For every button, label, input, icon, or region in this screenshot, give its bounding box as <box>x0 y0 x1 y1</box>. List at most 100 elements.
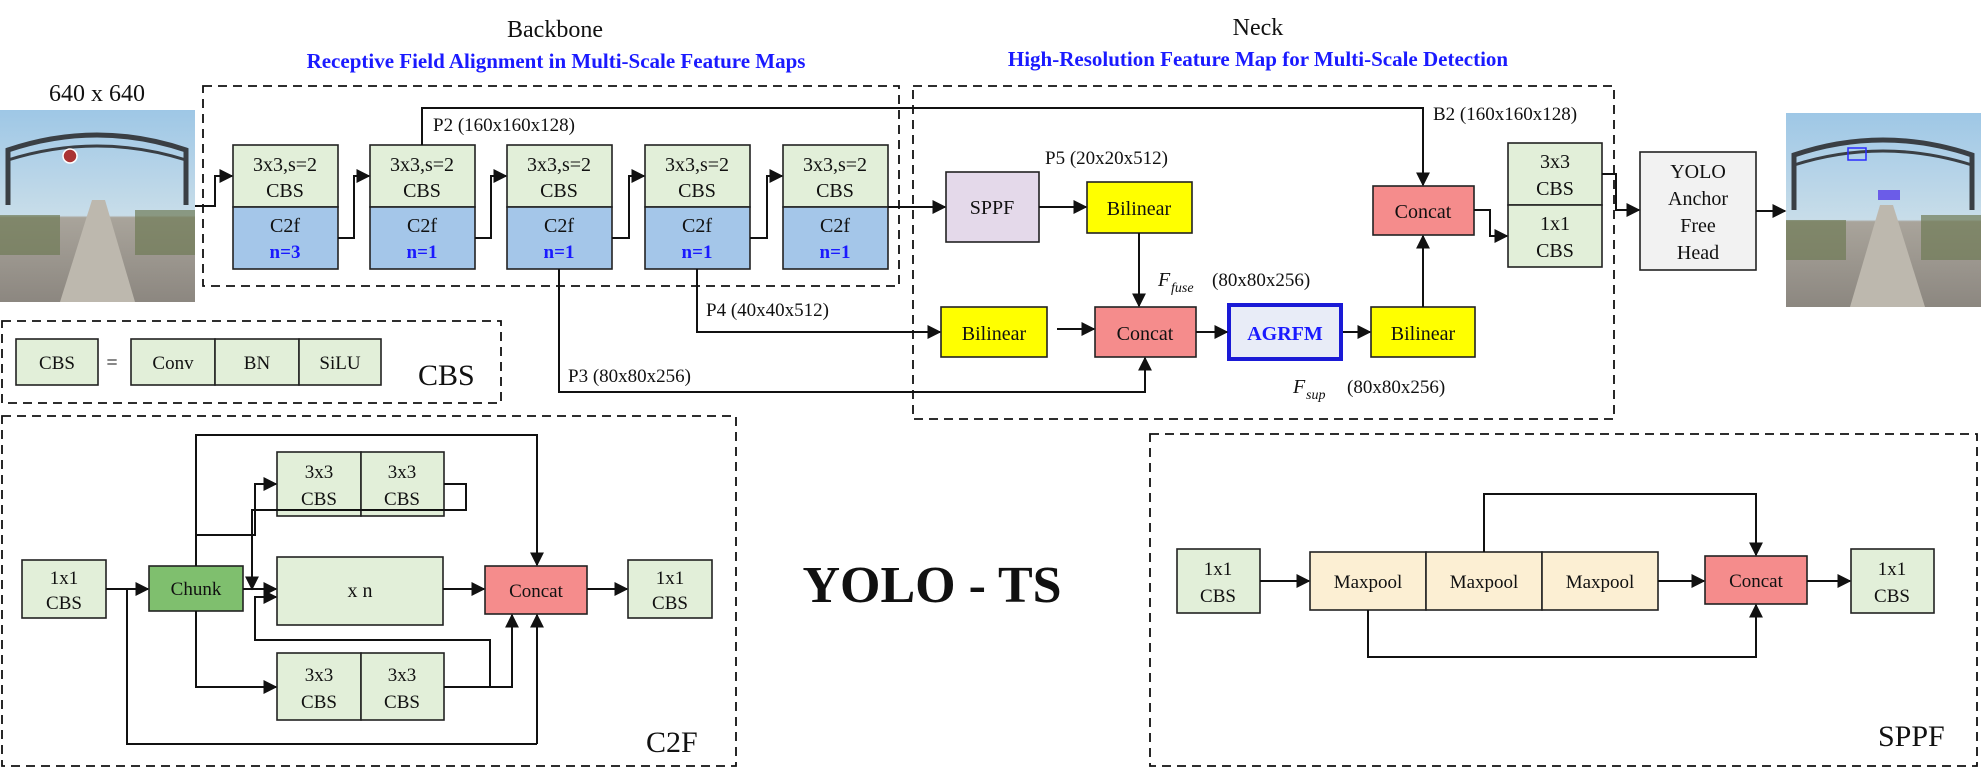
maxpool-box <box>1541 551 1659 611</box>
output-image <box>1786 113 1981 307</box>
stage-arrow <box>612 169 646 239</box>
conv-cbs-label: CBS <box>678 180 716 202</box>
c2f-label: C2f <box>270 215 300 237</box>
silu-box <box>298 338 382 386</box>
bn-box <box>214 338 300 386</box>
c2f-xn-label: x n <box>348 580 373 602</box>
c2f-bottom-cbs-label: 3x3 <box>388 665 417 686</box>
model-title: YOLO - TS <box>802 557 1061 614</box>
cbs-legend-name: CBS <box>418 359 475 392</box>
f-fuse-dims: (80x80x256) <box>1212 270 1310 291</box>
c2f-concat-label: Concat <box>509 581 564 602</box>
bilinear-label: Bilinear <box>1107 198 1172 220</box>
p5-label: P5 (20x20x512) <box>1045 148 1168 169</box>
agrfm-label: AGRFM <box>1247 323 1323 345</box>
c2f-top-cbs-1 <box>276 451 362 517</box>
cbs-legend-frame <box>1 320 502 404</box>
c2f-wire <box>444 613 519 688</box>
c2f-in-cbs-label: 1x1 <box>50 568 79 589</box>
c2f-top-cbs-label: CBS <box>384 489 420 510</box>
c2f-in-cbs-label: CBS <box>46 593 82 614</box>
chunk-label: Chunk <box>171 579 222 600</box>
bn-label: BN <box>244 353 271 374</box>
head-cbs-box <box>1507 204 1603 268</box>
conv-cbs-box <box>782 144 889 208</box>
c2f-top-cbs-label: 3x3 <box>388 462 417 483</box>
sppf-out-cbs-label: 1x1 <box>1878 559 1907 580</box>
conv-cbs-label: CBS <box>816 180 854 202</box>
c2f-label: C2f <box>682 215 712 237</box>
backbone-block-1: 3x3,s=2 CBS C2f n=3 <box>232 144 339 270</box>
conv-cbs-box <box>232 144 339 208</box>
input-size-label: 640 x 640 <box>49 81 145 107</box>
sppf-box <box>945 171 1040 243</box>
backbone-frame <box>202 85 900 287</box>
yolo-head-label: Anchor <box>1668 188 1728 210</box>
conv-cbs-box <box>644 144 751 208</box>
f-sup-symbol: F <box>1292 376 1306 398</box>
input-arrow <box>195 169 234 207</box>
yolo-head-label: Head <box>1677 242 1719 264</box>
head-cbs-label: 1x1 <box>1540 213 1570 235</box>
p4-arrow <box>696 269 942 339</box>
agrfm-box <box>1227 303 1343 361</box>
neck-subtitle: High-Resolution Feature Map for Multi-Sc… <box>1008 47 1509 71</box>
conv-cbs-label: 3x3,s=2 <box>803 154 867 176</box>
sppf-in-cbs-box <box>1176 548 1261 614</box>
c2f-bottom-cbs-1 <box>276 652 362 721</box>
c2f-detail-frame <box>1 415 737 767</box>
c2f-box <box>232 206 339 270</box>
b2-label: B2 (160x160x128) <box>1433 104 1577 125</box>
head-cbs-label: CBS <box>1536 178 1574 200</box>
concat-box-top <box>1372 185 1475 236</box>
maxpool-label: Maxpool <box>1450 572 1519 593</box>
c2f-bottom-cbs-label: CBS <box>301 692 337 713</box>
conv-cbs-label: CBS <box>266 180 304 202</box>
f-fuse-label: F fuse (80x80x256) <box>1157 269 1310 296</box>
maxpool-box <box>1425 551 1543 611</box>
bilinear-box-right <box>1370 306 1476 358</box>
p4-label: P4 (40x40x512) <box>706 300 829 321</box>
f-sup-subscript: sup <box>1306 388 1325 403</box>
sppf-out-cbs-label: CBS <box>1874 586 1910 607</box>
head-cbs-label: CBS <box>1536 240 1574 262</box>
neck-title: Neck <box>1233 15 1284 41</box>
backbone-block-4: 3x3,s=2 CBS C2f n=1 <box>644 144 751 270</box>
sppf-detail-frame <box>1149 433 1978 767</box>
cbs-to-head-arrow <box>1602 173 1641 217</box>
maxpool-label: Maxpool <box>1566 572 1635 593</box>
cbs-legend-box <box>15 338 99 386</box>
backbone-block-5: 3x3,s=2 CBS C2f n=1 <box>782 144 889 270</box>
sppf-wire <box>1483 493 1763 557</box>
c2f-repeat-label: n=1 <box>682 242 713 263</box>
head-cbs-label: 3x3 <box>1540 151 1570 173</box>
maxpool-label: Maxpool <box>1334 572 1403 593</box>
c2f-repeat-label: n=1 <box>407 242 438 263</box>
p3-arrow <box>558 269 1152 393</box>
head-cbs-box <box>1507 142 1603 206</box>
input-image <box>0 110 195 302</box>
p2-skip-arrow <box>421 107 1430 187</box>
conv-cbs-label: CBS <box>540 180 578 202</box>
yolo-head-box <box>1639 151 1757 271</box>
conv-cbs-label: 3x3,s=2 <box>390 154 454 176</box>
c2f-box <box>369 206 476 270</box>
conv-label: Conv <box>152 353 194 374</box>
yolo-head-label: Free <box>1680 215 1716 237</box>
c2f-repeat-label: n=3 <box>270 242 301 263</box>
concat-label: Concat <box>1395 201 1452 223</box>
c2f-wire <box>126 589 537 745</box>
conv-cbs-label: 3x3,s=2 <box>527 154 591 176</box>
c2f-bottom-cbs-2 <box>360 652 445 721</box>
concat-to-cbs-arrow <box>1474 209 1509 243</box>
cbs-legend-lhs: CBS <box>39 353 75 374</box>
sppf-in-cbs-label: 1x1 <box>1204 559 1233 580</box>
c2f-wire <box>195 611 278 694</box>
concat-label: Concat <box>1117 323 1174 345</box>
bilinear-label: Bilinear <box>962 323 1027 345</box>
maxpool-box <box>1309 551 1427 611</box>
c2f-wire <box>195 434 544 567</box>
conv-cbs-label: CBS <box>403 180 441 202</box>
stage-arrow <box>475 169 508 239</box>
f-fuse-subscript: fuse <box>1171 281 1194 296</box>
